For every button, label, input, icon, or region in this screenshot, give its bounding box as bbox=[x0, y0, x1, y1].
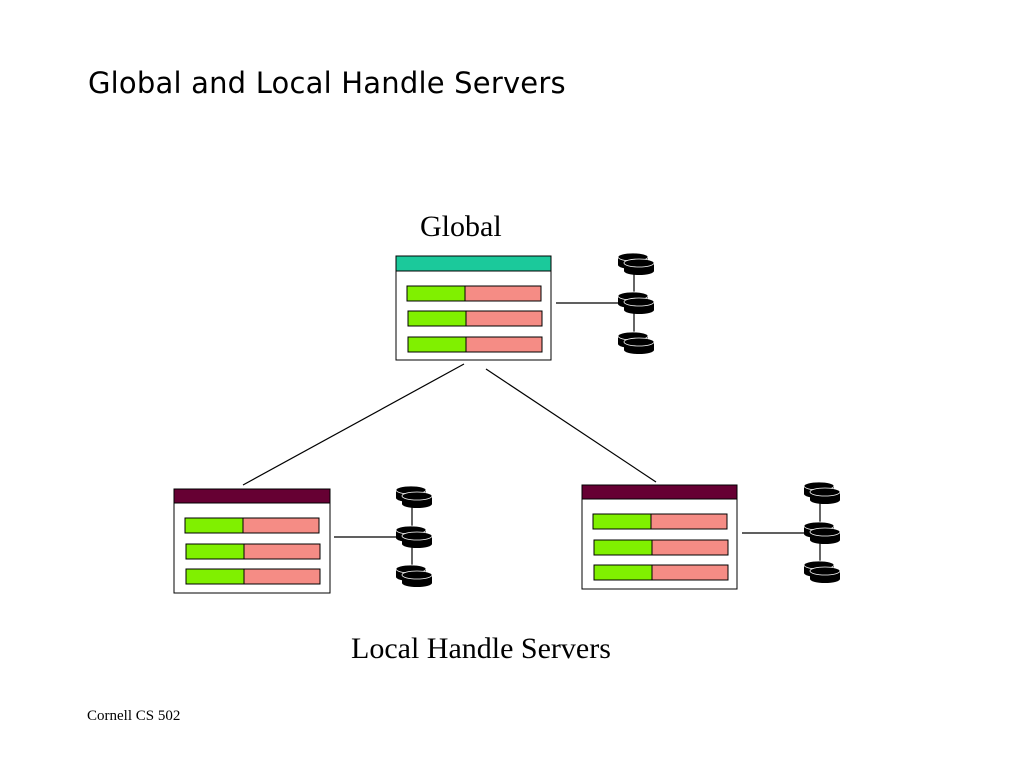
value-cell bbox=[651, 564, 729, 581]
global-server-window bbox=[395, 255, 552, 361]
local-left-storage-disks bbox=[395, 485, 433, 587]
global-storage-disks bbox=[617, 252, 655, 354]
disk-icon bbox=[617, 291, 655, 314]
global-server-label: Global bbox=[420, 210, 502, 243]
local-server-right-window bbox=[581, 484, 738, 590]
key-cell bbox=[407, 310, 467, 327]
disk-icon bbox=[395, 485, 433, 508]
key-cell bbox=[184, 517, 244, 534]
table-row bbox=[592, 513, 728, 530]
key-cell bbox=[406, 285, 466, 302]
local-servers-label: Local Handle Servers bbox=[351, 632, 611, 665]
key-cell bbox=[407, 336, 467, 353]
value-cell bbox=[650, 513, 728, 530]
local-server-header bbox=[173, 488, 331, 504]
key-cell bbox=[593, 564, 653, 581]
link-global-to-local-right bbox=[485, 368, 657, 483]
key-cell bbox=[185, 568, 245, 585]
disk-icon bbox=[803, 481, 841, 504]
disk-icon bbox=[803, 560, 841, 583]
table-row bbox=[184, 517, 320, 534]
key-cell bbox=[593, 539, 653, 556]
table-row bbox=[407, 336, 543, 353]
slide-title: Global and Local Handle Servers bbox=[88, 66, 566, 100]
disk-icon bbox=[395, 525, 433, 548]
footer-text: Cornell CS 502 bbox=[87, 708, 181, 724]
disk-icon bbox=[803, 521, 841, 544]
table-row bbox=[406, 285, 542, 302]
global-server-header bbox=[395, 255, 552, 272]
local-server-left-window bbox=[173, 488, 331, 594]
table-row bbox=[185, 543, 321, 560]
disk-icon bbox=[617, 331, 655, 354]
link-global-to-local-left bbox=[242, 363, 465, 486]
table-row bbox=[185, 568, 321, 585]
value-cell bbox=[651, 539, 729, 556]
table-row bbox=[593, 564, 729, 581]
table-row bbox=[593, 539, 729, 556]
table-row bbox=[407, 310, 543, 327]
value-cell bbox=[465, 336, 543, 353]
local-server-header bbox=[581, 484, 738, 500]
value-cell bbox=[243, 568, 321, 585]
value-cell bbox=[464, 285, 542, 302]
key-cell bbox=[185, 543, 245, 560]
local-right-storage-disks bbox=[803, 481, 841, 583]
value-cell bbox=[242, 517, 320, 534]
key-cell bbox=[592, 513, 652, 530]
disk-icon bbox=[617, 252, 655, 275]
value-cell bbox=[465, 310, 543, 327]
value-cell bbox=[243, 543, 321, 560]
disk-icon bbox=[395, 564, 433, 587]
